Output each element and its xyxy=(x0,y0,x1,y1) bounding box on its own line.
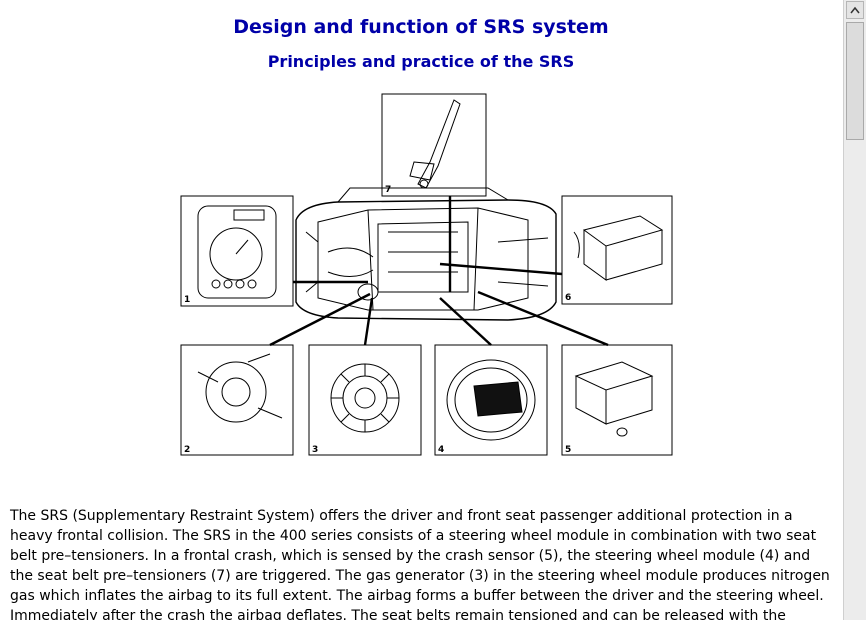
panel-6-control-unit xyxy=(561,195,673,305)
leader-lines xyxy=(269,196,609,347)
callout-5: 5 xyxy=(565,445,571,455)
page-subtitle: Principles and practice of the SRS xyxy=(267,52,575,71)
arrow-up-icon xyxy=(850,6,860,14)
panel-5-crash-sensor xyxy=(561,344,673,456)
panel-3-gas-generator xyxy=(308,344,422,456)
callout-7: 7 xyxy=(385,185,391,195)
panel-4-steering-wheel xyxy=(434,344,548,456)
callout-3: 3 xyxy=(312,445,318,455)
panel-7-pretensioner xyxy=(381,93,487,197)
callout-1: 1 xyxy=(184,295,190,305)
body-paragraph: The SRS (Supplementary Restraint System)… xyxy=(10,508,830,620)
scroll-thumb[interactable] xyxy=(846,22,864,140)
callout-6: 6 xyxy=(565,293,571,303)
scroll-up-button[interactable] xyxy=(846,1,864,19)
callout-4: 4 xyxy=(438,445,444,455)
callout-2: 2 xyxy=(184,445,190,455)
page-title: Design and function of SRS system xyxy=(233,16,609,38)
panel-2-clock-spring xyxy=(180,344,294,456)
document-content: Design and function of SRS system Princi… xyxy=(10,16,830,620)
panel-1-instrument-cluster xyxy=(180,195,294,307)
vertical-scrollbar[interactable] xyxy=(843,0,866,620)
car-body-illustration xyxy=(295,187,557,321)
srs-diagram: 1 2 3 4 5 6 7 xyxy=(180,93,673,456)
